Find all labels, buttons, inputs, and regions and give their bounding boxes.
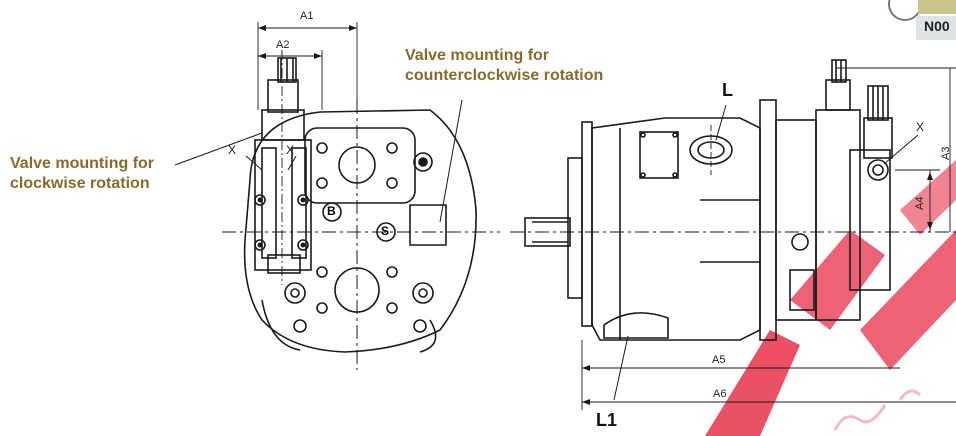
cw-callout-line2: clockwise rotation — [10, 175, 150, 192]
port-l1-label: L1 — [596, 410, 618, 430]
front-housing-outline — [243, 109, 477, 353]
dim-a6: A6 — [713, 388, 727, 400]
port-l-label: L — [722, 80, 733, 100]
port-x-left-1: X — [228, 143, 237, 157]
ccw-callout-line1: Valve mounting for — [405, 47, 550, 64]
port-b-label: B — [327, 204, 336, 218]
cw-callout-line1: Valve mounting for — [10, 155, 155, 172]
watermark-script — [833, 389, 922, 431]
corner-badge: N00 — [916, 16, 956, 40]
dim-a3: A3 — [940, 146, 952, 160]
ccw-callout-line2: counterclockwise rotation — [405, 67, 604, 84]
port-x-right: X — [916, 120, 925, 134]
port-s-label: S — [381, 224, 390, 238]
dim-a4: A4 — [914, 196, 926, 210]
dim-a5: A5 — [712, 354, 726, 366]
dim-a1: A1 — [300, 10, 314, 22]
dim-a2: A2 — [276, 39, 290, 51]
port-x-left-2: X — [286, 143, 295, 157]
cw-callout: Valve mounting for clockwise rotation — [10, 154, 154, 194]
ccw-callout: Valve mounting for counterclockwise rota… — [405, 46, 603, 86]
